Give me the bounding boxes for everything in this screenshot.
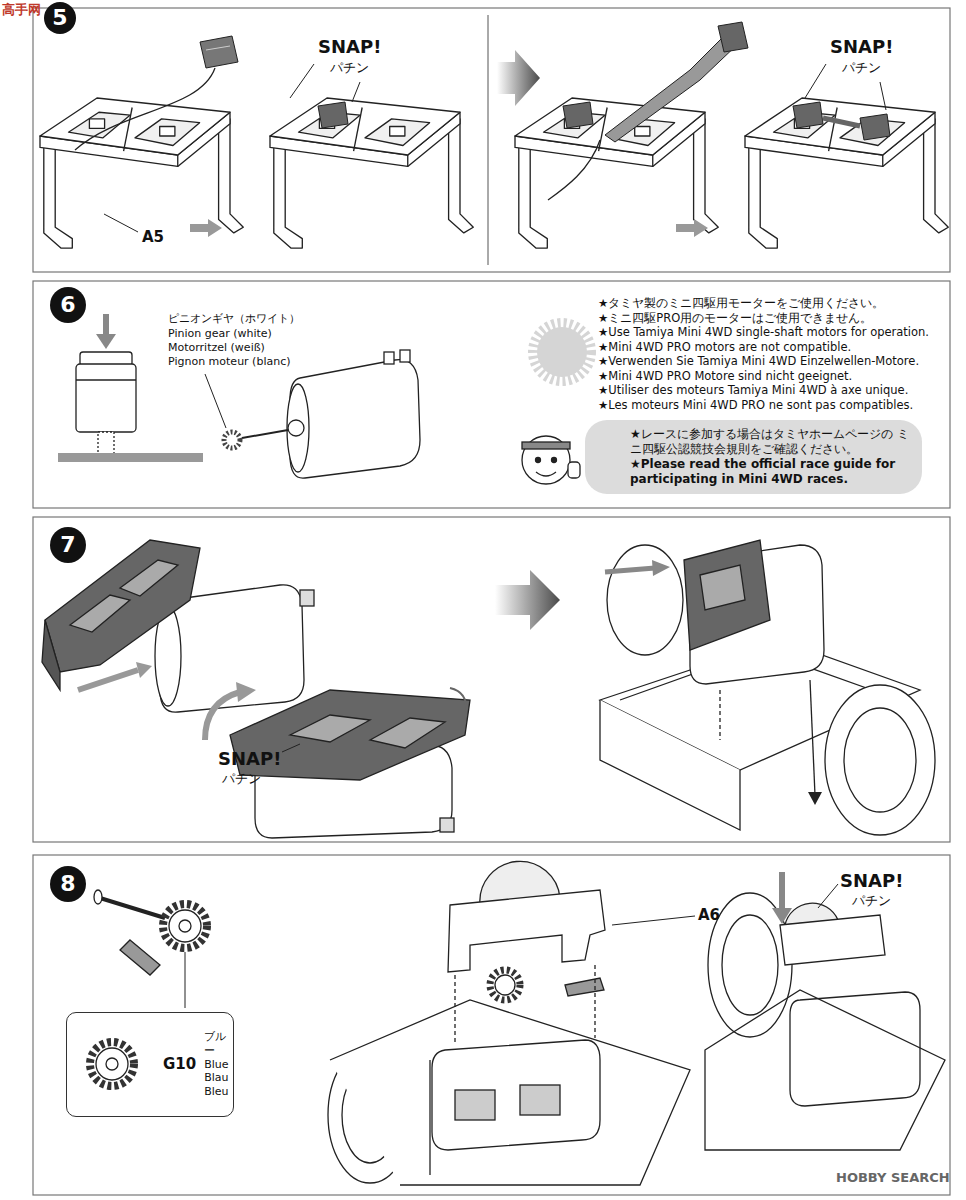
part-box: G10 ブルー Blue Blau Bleu [66, 1012, 234, 1117]
snap-label: パチン [330, 60, 369, 76]
snap-label: SNAP! [218, 748, 281, 771]
step-panel [33, 8, 950, 1195]
step-number: 6 [50, 287, 86, 323]
part-label: Pignon moteur (blanc) [168, 355, 291, 369]
snap-label: パチン [222, 771, 261, 787]
snap-label: SNAP! [318, 36, 381, 59]
step-number: 5 [44, 2, 76, 34]
note-text: ★Please read the official race guide for… [630, 457, 910, 487]
part-label: A5 [142, 228, 164, 247]
speech-bubble: ★レースに参加する場合はタミヤホームページの ミニ四駆公認競技会規則をご確認くだ… [585, 420, 922, 494]
step-number-text: 7 [60, 531, 75, 559]
step5-art [40, 15, 948, 265]
watermark: HOBBY SEARCH [836, 1170, 950, 1186]
part-label: Motorritzel (weiß) [168, 341, 265, 355]
color-name: ブルー Blue Blau Bleu [204, 1030, 233, 1099]
step-number-text: 6 [60, 291, 75, 319]
warning-note: ★Les moteurs Mini 4WD PRO ne sont pas co… [598, 398, 913, 412]
note-text: ★レースに参加する場合はタミヤホームページの ミニ四駆公認競技会規則をご確認くだ… [630, 427, 910, 457]
warning-note: ★Mini 4WD PRO Motore sind nicht geeignet… [598, 369, 852, 383]
warning-note: ★ミニ四駆PRO用のモーターはご使用できません。 [598, 311, 872, 325]
snap-label: パチン [852, 893, 891, 909]
part-label: Pinion gear (white) [168, 327, 272, 341]
part-label: ピニオンギヤ（ホワイト） [168, 312, 300, 326]
step-number-text: 5 [52, 4, 67, 32]
warning-note: ★Use Tamiya Mini 4WD single-shaft motors… [598, 325, 929, 339]
step6-art [58, 314, 591, 484]
warning-note: ★Mini 4WD PRO motors are not compatible. [598, 340, 851, 354]
warning-note: ★タミヤ製のミニ四駆用モーターをご使用ください。 [598, 296, 884, 310]
part-number: G10 [163, 1055, 196, 1074]
snap-label: パチン [842, 60, 881, 76]
part-label: A6 [698, 906, 720, 925]
snap-label: SNAP! [840, 870, 903, 893]
step7-art [42, 540, 935, 838]
warning-note: ★Verwenden Sie Tamiya Mini 4WD Einzelwel… [598, 354, 919, 368]
warning-note: ★Utiliser des moteurs Tamiya Mini 4WD à … [598, 383, 908, 397]
step-number: 8 [50, 866, 86, 902]
watermark: 高手网 [2, 2, 41, 18]
step8-art [90, 861, 945, 1185]
snap-label: SNAP! [830, 36, 893, 59]
step-number: 7 [50, 527, 86, 563]
step-number-text: 8 [60, 870, 75, 898]
